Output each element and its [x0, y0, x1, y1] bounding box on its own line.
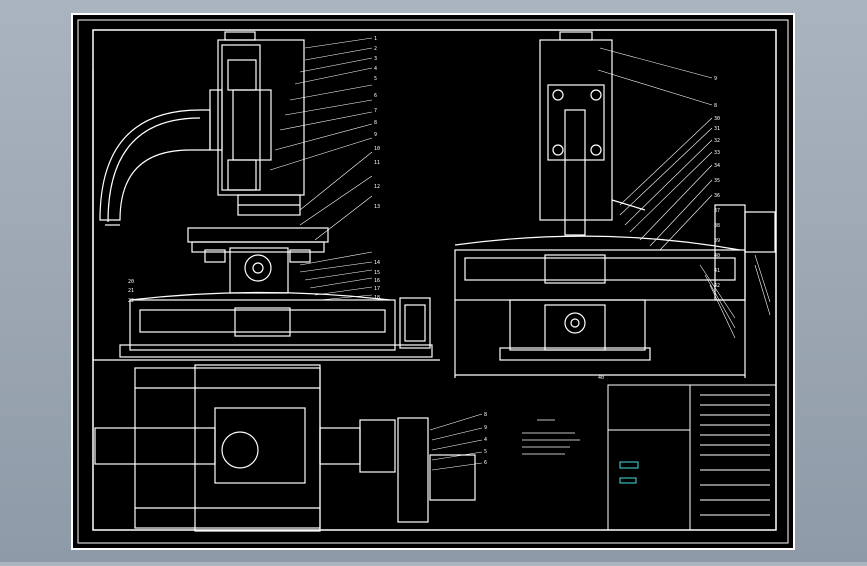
leader-label-front-right: 2 [374, 46, 377, 52]
leader-label-front-right: 7 [374, 108, 377, 114]
side-elevation-view [454, 31, 776, 378]
leader-label-side-right: 35 [714, 178, 720, 184]
leader-label-front-right: 14 [374, 260, 380, 266]
leader-label-side-right: 36 [714, 193, 720, 199]
dimension-side-bottom: 40 [598, 375, 604, 381]
leader-label-side-right: 40 [714, 253, 720, 259]
leader-label-front-right: 1 [374, 36, 377, 42]
leader-label-side-right: 30 [714, 116, 720, 122]
leader-label-front-right: 13 [374, 204, 380, 210]
leader-label-side-right: 37 [714, 208, 720, 214]
leader-label-side-right: 38 [714, 223, 720, 229]
leader-label-side-right: 34 [714, 163, 720, 169]
leader-label-side-right: 32 [714, 138, 720, 144]
leader-label-front-right: 4 [374, 66, 377, 72]
leader-label-front-right: 6 [374, 93, 377, 99]
leader-label-front-left: 22 [128, 298, 134, 304]
leader-label-front-left: 21 [128, 288, 134, 294]
leader-label-front-right: 18 [374, 295, 380, 301]
leader-label-front-right: 9 [374, 132, 377, 138]
leader-label-front-right: 17 [374, 286, 380, 292]
leader-label-front-right: 12 [374, 184, 380, 190]
leader-label-plan-right: 8 [484, 412, 487, 418]
leader-label-front-right: 10 [374, 146, 380, 152]
leader-label-plan-right: 5 [484, 449, 487, 455]
leader-label-front-right: 16 [374, 278, 380, 284]
leader-label-side-right: 39 [714, 238, 720, 244]
leader-label-front-right: 11 [374, 160, 380, 166]
leader-label-front-right: 8 [374, 120, 377, 126]
drawing-title-block [607, 384, 777, 531]
technical-notes [522, 419, 580, 455]
leader-label-side-right: 33 [714, 150, 720, 156]
leader-label-plan-right: 6 [484, 460, 487, 466]
leader-label-plan-right: 9 [484, 425, 487, 431]
leader-label-front-left: 20 [128, 279, 134, 285]
leader-label-front-right: 15 [374, 270, 380, 276]
leader-label-front-right: 5 [374, 76, 377, 82]
part-number-labels: 1234567891011121314151617182021229830313… [128, 36, 720, 466]
leader-label-front-right: 3 [374, 56, 377, 62]
leader-label-plan-right: 4 [484, 437, 487, 443]
leader-label-side-top: 9 [714, 76, 717, 82]
leader-label-side-top: 8 [714, 103, 717, 109]
front-elevation-view [92, 31, 440, 361]
leader-label-side-right: 42 [714, 283, 720, 289]
part-leader-lines [269, 37, 771, 471]
leader-label-side-right: 31 [714, 126, 720, 132]
leader-label-side-right: 41 [714, 268, 720, 274]
top-plan-view [94, 364, 476, 532]
